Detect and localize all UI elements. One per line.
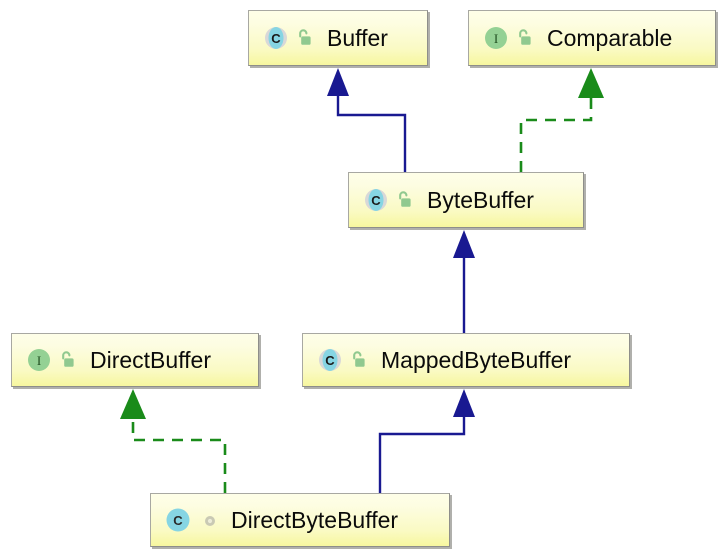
realization-arrowhead xyxy=(120,389,146,419)
svg-text:C: C xyxy=(173,513,183,528)
uml-node-buffer[interactable]: C Buffer xyxy=(248,10,428,66)
svg-text:C: C xyxy=(325,353,335,368)
node-icon-group: I xyxy=(26,347,77,373)
uml-node-label: DirectByteBuffer xyxy=(231,506,399,533)
class-c-icon: C xyxy=(365,189,387,211)
node-icon-group: C xyxy=(317,347,368,373)
inheritance-arrowhead xyxy=(453,230,475,258)
uml-node-bytebuffer[interactable]: C ByteBuffer xyxy=(348,172,584,228)
package-dot-icon xyxy=(205,516,215,526)
class-c-icon: C xyxy=(265,27,287,49)
svg-text:I: I xyxy=(494,31,498,46)
edge-mappedbytebuffer-extends-bytebuffer[interactable] xyxy=(453,230,475,333)
uml-node-label: MappedByteBuffer xyxy=(381,346,572,373)
edge-directbytebuffer-implements-directbuffer[interactable] xyxy=(120,389,227,493)
realization-arrowhead xyxy=(578,68,604,98)
edge-directbytebuffer-extends-mappedbytebuffer[interactable] xyxy=(378,389,475,493)
uml-node-label: ByteBuffer xyxy=(427,186,534,213)
uml-node-label: Buffer xyxy=(327,24,388,51)
uml-node-comparable[interactable]: I Comparable xyxy=(468,10,716,66)
interface-i-icon: I xyxy=(28,349,50,371)
open-padlock-icon xyxy=(519,29,531,45)
uml-node-label: Comparable xyxy=(547,24,673,51)
open-padlock-icon xyxy=(299,29,311,45)
svg-text:C: C xyxy=(371,193,381,208)
interface-i-icon: I xyxy=(485,27,507,49)
open-padlock-icon xyxy=(353,351,365,367)
uml-node-mappedbytebuffer[interactable]: C MappedByteBuffer xyxy=(302,333,630,387)
uml-node-directbuffer[interactable]: I DirectBuffer xyxy=(11,333,259,387)
node-icon-group: C xyxy=(165,507,220,533)
svg-text:C: C xyxy=(271,31,281,46)
svg-text:I: I xyxy=(37,353,41,368)
inheritance-arrowhead xyxy=(453,389,475,417)
uml-node-label: DirectBuffer xyxy=(90,346,212,373)
class-c-solid-icon: C xyxy=(166,508,190,532)
class-c-icon: C xyxy=(319,349,341,371)
node-icon-group: C xyxy=(263,25,314,51)
node-icon-group: C xyxy=(363,187,414,213)
uml-node-directbytebuffer[interactable]: C DirectByteBuffer xyxy=(150,493,450,547)
node-icon-group: I xyxy=(483,25,534,51)
inheritance-arrowhead xyxy=(327,68,349,96)
edge-bytebuffer-implements-comparable[interactable] xyxy=(519,68,604,172)
open-padlock-icon xyxy=(399,191,411,207)
edge-bytebuffer-extends-buffer[interactable] xyxy=(327,68,407,172)
open-padlock-icon xyxy=(62,351,74,367)
